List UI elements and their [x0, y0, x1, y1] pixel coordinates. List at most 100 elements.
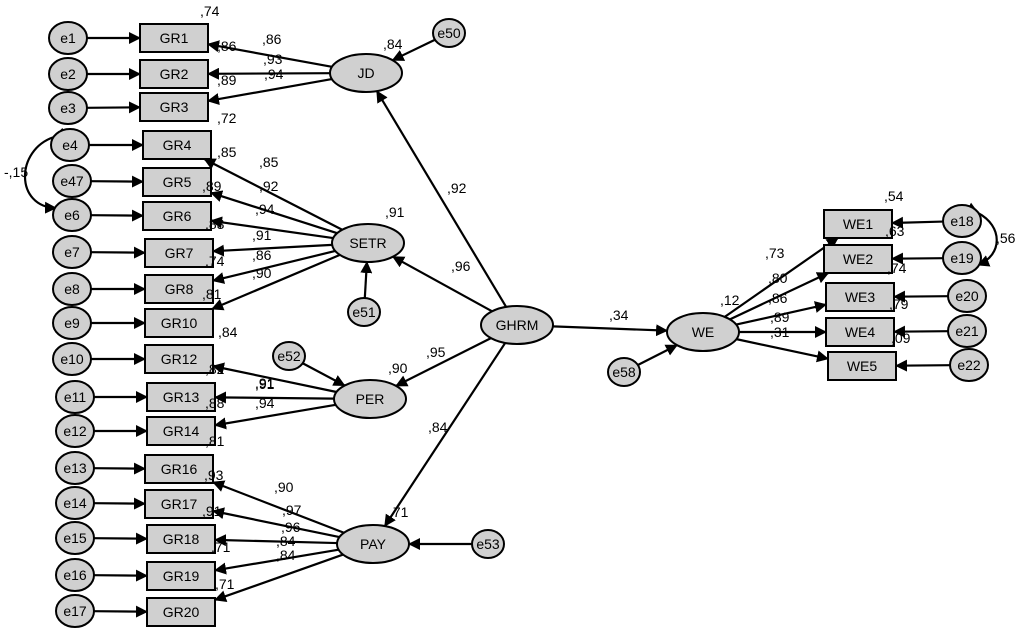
observed-node-gr7: GR7 [144, 238, 214, 268]
observed-box-gr13 [146, 382, 216, 412]
observed-box-gr5 [142, 167, 212, 197]
error-path-e7-gr7 [90, 246, 146, 259]
r-squared-gr8: ,74 [205, 253, 225, 269]
observed-box-gr3 [139, 92, 209, 122]
loading-path-per-gr12 [212, 362, 337, 394]
loading-coef-we5: ,31 [770, 324, 790, 340]
error-node-e10: e10 [52, 342, 92, 376]
error-label-e22: e22 [957, 357, 981, 373]
error-ellipse-e51 [347, 297, 381, 327]
observed-node-gr18: GR18 [146, 524, 216, 554]
error-node-e15: e15 [55, 521, 95, 555]
loading-path-setr-gr4 [203, 158, 343, 231]
error-ellipse-e2 [48, 57, 88, 91]
error-ellipse-e18 [942, 204, 982, 238]
error-node-e58: e58 [607, 357, 641, 387]
error-node-e1: e1 [48, 21, 88, 55]
error-node-e16: e16 [55, 558, 95, 592]
error-node-e14: e14 [55, 486, 95, 520]
error-label-e14: e14 [63, 495, 87, 511]
observed-box-gr14 [146, 416, 216, 446]
observed-box-we3 [825, 282, 895, 312]
error-node-e20: e20 [947, 279, 987, 313]
structural-coef-setr: ,96 [451, 258, 471, 274]
error-path-e15-gr18 [93, 532, 148, 545]
error-ellipse-e13 [55, 451, 95, 485]
observed-node-gr5: GR5 [142, 167, 212, 197]
error-node-e52: e52 [272, 341, 306, 371]
observed-label-gr10: GR10 [161, 315, 198, 331]
error-ellipse-e53 [471, 529, 505, 559]
latent-label-setr: SETR [349, 235, 386, 251]
error-label-e18: e18 [950, 213, 974, 229]
r-squared-jd: ,84 [383, 36, 403, 52]
r-squared-gr3: ,89 [217, 72, 237, 88]
latent-ellipse-setr [331, 223, 405, 263]
loading-coef-gr2: ,93 [263, 51, 283, 67]
observed-node-gr1: GR1 [139, 23, 209, 53]
r-squared-gr16: ,81 [205, 433, 225, 449]
error-ellipse-e12 [55, 414, 95, 448]
observed-label-we2: WE2 [843, 251, 874, 267]
error-node-e21: e21 [947, 314, 987, 348]
loading-path-pay-gr19 [214, 548, 339, 575]
error-node-e2: e2 [48, 57, 88, 91]
loading-coef-gr7: ,91 [252, 227, 272, 243]
error-path-e58-we [637, 344, 678, 366]
structural-coef-per: ,95 [426, 344, 446, 360]
error-label-e10: e10 [60, 351, 84, 367]
error-node-e13: e13 [55, 451, 95, 485]
labels-layer: ,92,96,95,84,34,86,93,94,85,92,94,91,86,… [4, 3, 1016, 592]
loading-coef-we1: ,73 [765, 245, 785, 261]
error-label-e52: e52 [277, 348, 301, 364]
observed-node-gr13: GR13 [146, 382, 216, 412]
error-ellipse-e15 [55, 521, 95, 555]
latent-node-we: WE [666, 312, 740, 352]
observed-label-gr13: GR13 [163, 389, 200, 405]
error-label-e4: e4 [62, 137, 78, 153]
observed-label-gr14: GR14 [163, 423, 200, 439]
error-node-e12: e12 [55, 414, 95, 448]
error-node-e3: e3 [48, 91, 88, 125]
error-label-e7: e7 [64, 244, 80, 260]
error-path-e18-we1 [891, 216, 944, 229]
error-ellipse-e50 [432, 18, 466, 48]
r-squared-gr2: ,86 [217, 38, 237, 54]
observed-label-we3: WE3 [845, 289, 876, 305]
error-ellipse-e8 [52, 272, 92, 306]
observed-node-gr16: GR16 [144, 454, 214, 484]
observed-node-gr3: GR3 [139, 92, 209, 122]
r-squared-we1: ,54 [884, 188, 904, 204]
error-ellipse-e22 [949, 348, 989, 382]
latent-node-per: PER [333, 379, 407, 419]
loading-coef-gr4: ,85 [259, 154, 279, 170]
error-label-e3: e3 [60, 100, 76, 116]
error-node-e22: e22 [949, 348, 989, 382]
r-squared-gr7: ,83 [205, 216, 225, 232]
observed-node-gr10: GR10 [144, 308, 214, 338]
error-label-e17: e17 [63, 603, 87, 619]
observed-label-gr19: GR19 [163, 568, 200, 584]
observed-box-gr4 [142, 130, 212, 160]
loading-path-we-we2 [729, 272, 830, 321]
error-path-e20-we3 [893, 290, 949, 303]
r-squared-pay: ,71 [389, 504, 409, 520]
r-squared-we2: ,63 [885, 223, 905, 239]
error-ellipse-e19 [942, 241, 982, 275]
latent-ellipse-jd [329, 53, 403, 93]
loading-coef-we4: ,89 [770, 309, 790, 325]
error-label-e9: e9 [64, 315, 80, 331]
error-node-e47: e47 [52, 164, 92, 198]
loading-path-jd-gr2 [207, 67, 331, 80]
latent-ellipse-ghrm [480, 305, 554, 345]
error-label-e47: e47 [60, 173, 84, 189]
structural-path-ghrm-pay [383, 342, 507, 527]
error-node-e18: e18 [942, 204, 982, 238]
observed-label-gr4: GR4 [163, 137, 192, 153]
observed-box-gr18 [146, 524, 216, 554]
observed-label-we5: WE5 [847, 358, 878, 374]
r-squared-gr5: ,85 [217, 144, 237, 160]
loading-coef-gr18: ,96 [281, 519, 301, 535]
structural-path-ghrm-we [552, 324, 669, 337]
r-squared-gr13: ,82 [205, 361, 225, 377]
